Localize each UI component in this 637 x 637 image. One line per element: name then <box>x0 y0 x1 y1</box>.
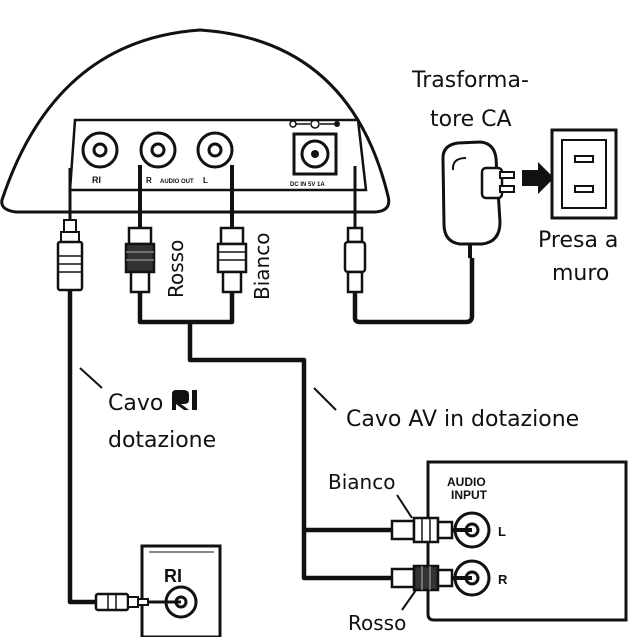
amp-red-label: Rosso <box>348 611 406 635</box>
av-cable-trunk <box>187 322 396 581</box>
device-l-label: L <box>203 176 208 185</box>
amp-red-rca-plug <box>390 564 472 592</box>
ri-cable-label-line2: dotazione <box>108 428 216 453</box>
outlet-label-line2: muro <box>552 261 609 286</box>
amp-red-leader <box>401 589 417 611</box>
wall-outlet <box>550 128 618 220</box>
device-audio-out-r-jack[interactable] <box>139 131 177 169</box>
dc-in-jack[interactable] <box>292 132 338 176</box>
plug-white-label: Bianco <box>250 233 274 300</box>
device-r-label: R <box>146 176 152 185</box>
av-cable-leader <box>313 387 337 411</box>
arrow-right-icon <box>522 162 554 194</box>
ri-panel-plug <box>94 592 181 612</box>
dc-plug <box>343 166 367 294</box>
power-cable <box>352 258 475 325</box>
dc-polarity-icon <box>289 119 340 129</box>
ri-panel-label: RI <box>164 566 182 586</box>
ri-cable <box>67 290 96 605</box>
dc-in-label: DC IN 5V 1A <box>290 182 325 188</box>
ac-adapter <box>441 140 515 258</box>
ri-logo-icon <box>172 390 197 410</box>
red-rca-plug <box>124 165 156 294</box>
amp-r-label: R <box>498 572 508 587</box>
ri-cable-leader <box>79 367 103 389</box>
amp-l-label: L <box>498 524 506 539</box>
device-unit: RI R AUDIO OUT L DC IN 5V 1A <box>0 28 391 214</box>
ri-cable-label-line1: Cavo <box>108 391 163 416</box>
amp-audio-input-title-line1: AUDIO <box>447 475 486 489</box>
device-ri-label: RI <box>92 175 101 185</box>
adapter-label-line2: tore CA <box>430 107 512 132</box>
device-ri-jack[interactable] <box>81 131 119 169</box>
av-cable-label: Cavo AV in dotazione <box>346 407 579 432</box>
ri-plug <box>56 168 84 292</box>
amp-white-label: Bianco <box>328 470 395 494</box>
plug-red-label: Rosso <box>164 240 188 298</box>
outlet-label-line1: Presa a <box>538 228 618 253</box>
amp-audio-in-l-jack[interactable] <box>453 511 491 549</box>
amp-audio-input-title-line2: INPUT <box>451 488 488 502</box>
device-audio-out-label: AUDIO OUT <box>160 179 194 185</box>
amp-white-leader <box>396 494 413 519</box>
amp-white-rca-plug <box>390 516 472 544</box>
white-rca-plug <box>216 165 248 294</box>
adapter-label-line1: Trasforma- <box>411 68 529 93</box>
device-audio-out-l-jack[interactable] <box>196 131 234 169</box>
av-cable <box>137 292 235 325</box>
